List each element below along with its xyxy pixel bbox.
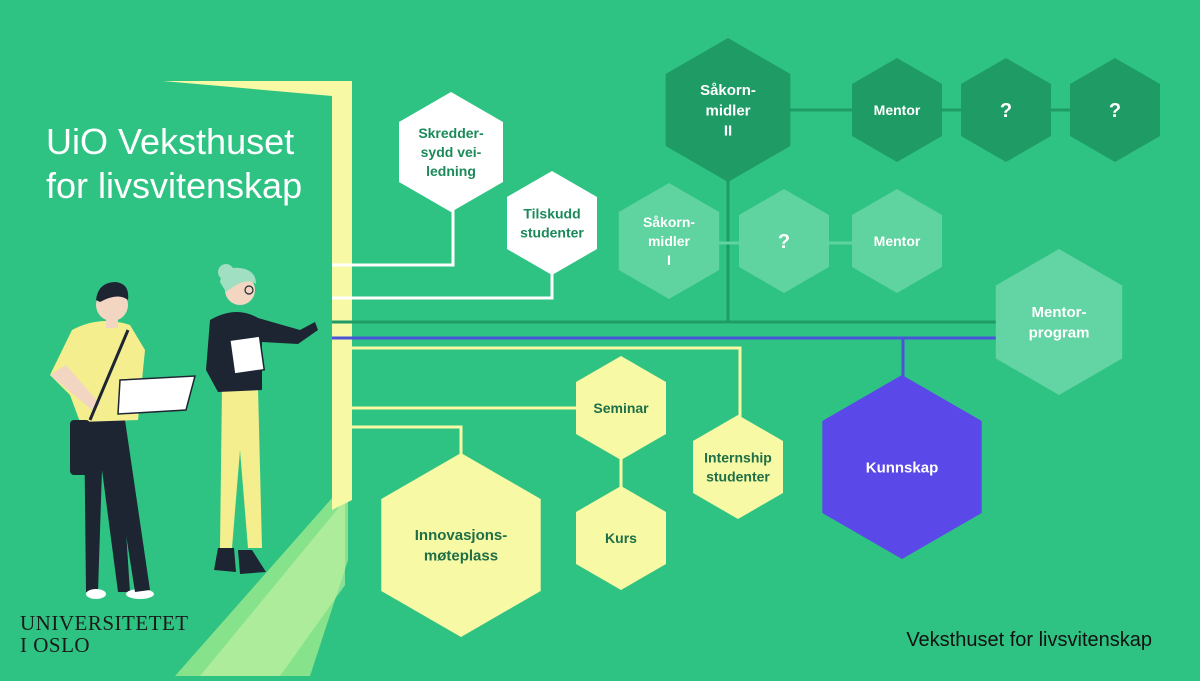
hex-label: I xyxy=(667,252,671,268)
hex-label: Mentor- xyxy=(1032,304,1087,321)
hexagon-shape xyxy=(507,171,597,275)
hex-label: midler xyxy=(705,102,750,119)
hex-node-tilskudd: Tilskudd studenter xyxy=(507,171,597,275)
hex-label: studenter xyxy=(706,468,770,484)
university-logo: UNIVERSITETET I OSLO xyxy=(20,612,189,656)
hex-label: Seminar xyxy=(593,400,649,416)
hex-node-skreddersydd: Skredder-sydd vei-ledning xyxy=(399,92,503,212)
title-line-2: for livsvitenskap xyxy=(46,165,303,206)
footer-text: Veksthuset for livsvitenskap xyxy=(906,629,1152,651)
hexagon-shape xyxy=(961,58,1051,162)
connector-lines xyxy=(332,108,1100,495)
door-frame xyxy=(163,81,352,510)
hexagon-shape xyxy=(576,486,666,590)
hex-label: II xyxy=(724,123,732,140)
hex-label: Såkorn- xyxy=(643,214,695,230)
hex-label: Kunnskap xyxy=(866,459,939,476)
title-line-1: UiO Veksthuset xyxy=(46,121,295,162)
logo-line-2: I OSLO xyxy=(20,633,91,657)
hex-label: studenter xyxy=(520,224,584,240)
hexagon-shape xyxy=(852,189,942,293)
hex-label: møteplass xyxy=(424,547,498,564)
hex-label: Innovasjons- xyxy=(415,527,508,544)
hexagon-shape xyxy=(852,58,942,162)
hex-label: ? xyxy=(778,231,790,253)
hexagon-shape xyxy=(618,183,720,299)
man-figure xyxy=(50,282,196,599)
hex-node-kurs: Kurs xyxy=(576,486,666,590)
hex-label: ? xyxy=(1109,100,1121,122)
line-tilskudd xyxy=(332,268,554,300)
hex-label: Skredder- xyxy=(418,125,484,141)
line-internship xyxy=(332,346,742,425)
hexagon-shape xyxy=(399,92,503,212)
hex-label: program xyxy=(1029,324,1090,341)
light-beam-inner xyxy=(200,500,345,676)
hex-node-mentorprogram: Mentor-program xyxy=(995,249,1123,395)
hex-node-innovasjon: Innovasjons-møteplass xyxy=(381,453,541,637)
woman-figure xyxy=(206,264,318,574)
hex-node-seminar: Seminar xyxy=(576,356,666,460)
hexagon-shape xyxy=(665,38,791,182)
hexagon-shape xyxy=(822,375,982,559)
hex-node-q2: ? xyxy=(1070,58,1160,162)
hex-node-mentor-mid: Mentor xyxy=(852,189,942,293)
hex-label: Såkorn- xyxy=(700,82,756,99)
hex-label: ? xyxy=(1000,100,1012,122)
hexagon-shape xyxy=(739,189,829,293)
people-illustration xyxy=(50,264,318,599)
hex-node-q3: ? xyxy=(739,189,829,293)
hexagon-shape xyxy=(381,453,541,637)
hex-label: Mentor xyxy=(874,102,921,118)
hex-label: midler xyxy=(648,233,691,249)
line-innovasjon xyxy=(352,425,463,460)
hex-node-internship: Internship studenter xyxy=(693,415,783,519)
hexagon-shape xyxy=(576,356,666,460)
hexagon-shape xyxy=(1070,58,1160,162)
hex-label: Kurs xyxy=(605,530,637,546)
logo-line-1: UNIVERSITETET xyxy=(20,611,189,635)
line-skreddersydd xyxy=(332,205,455,267)
hex-label: Internship xyxy=(704,449,772,465)
hexagon-shape xyxy=(995,249,1123,395)
hex-label: Tilskudd xyxy=(523,206,580,222)
hex-label: sydd vei- xyxy=(421,144,482,160)
page-title: UiO Veksthuset for livsvitenskap xyxy=(46,120,302,208)
hex-node-q1: ? xyxy=(961,58,1051,162)
hexagon-shape xyxy=(693,415,783,519)
hex-label: ledning xyxy=(426,163,476,179)
hex-label: Mentor xyxy=(874,233,921,249)
hex-node-mentor-top: Mentor xyxy=(852,58,942,162)
hex-node-kunnskap: Kunnskap xyxy=(822,375,982,559)
